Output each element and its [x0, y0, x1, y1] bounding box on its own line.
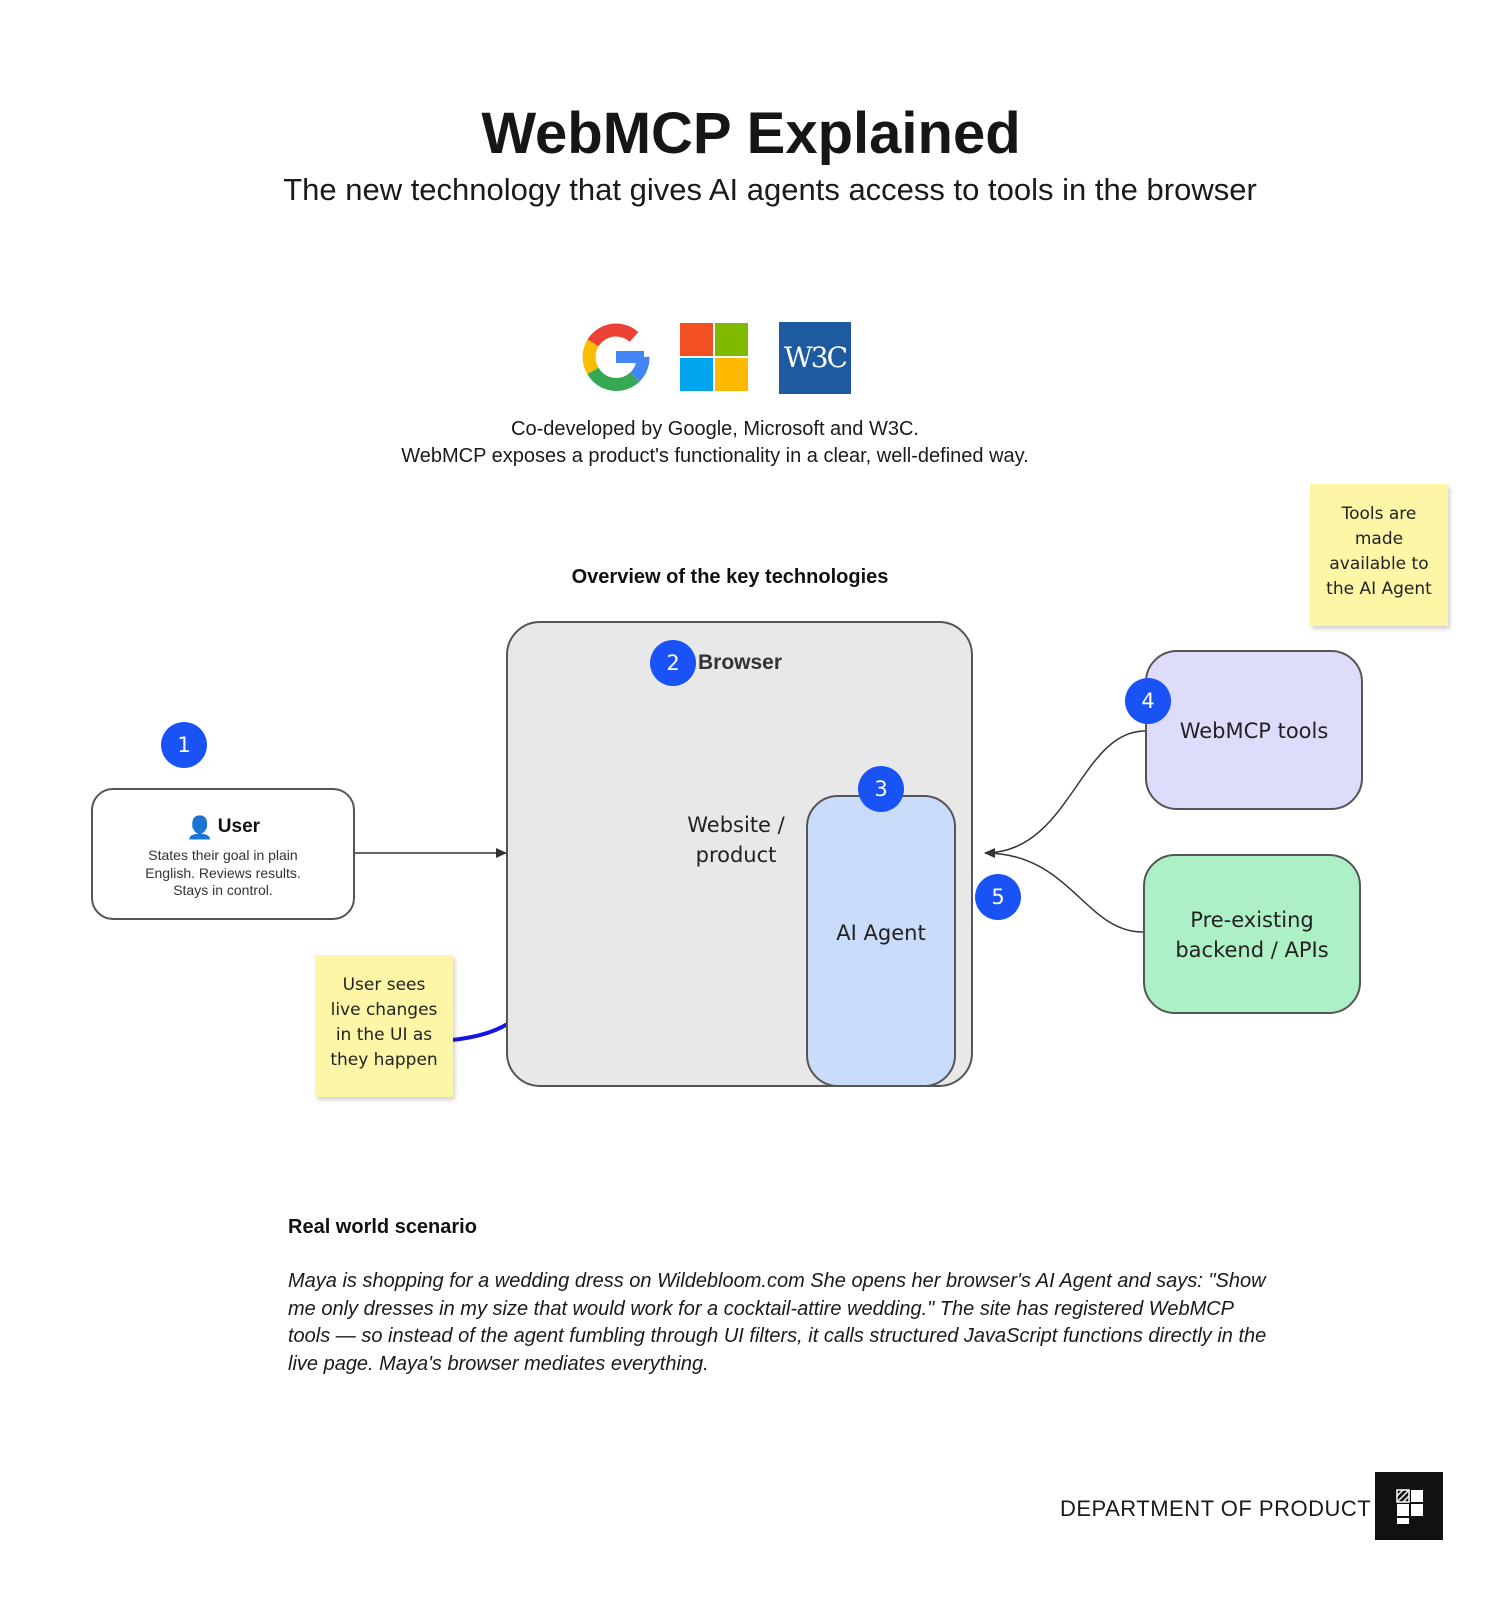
microsoft-logo-icon — [680, 323, 748, 391]
backend-apis-node: Pre-existing backend / APIs — [1143, 854, 1361, 1014]
codev-line-1: Co-developed by Google, Microsoft and W3… — [511, 418, 919, 440]
user-description: States their goal in plain English. Revi… — [145, 847, 301, 898]
department-of-product-logo-icon — [1375, 1472, 1443, 1540]
tools-to-browser-arrow — [984, 730, 1146, 858]
footer-label: DEPARTMENT OF PRODUCT — [1060, 1496, 1372, 1521]
page-subtitle: The new technology that gives AI agents … — [283, 172, 1257, 207]
website-product-label: Website / product — [687, 813, 785, 867]
user-node: 👤 User States their goal in plain Englis… — [91, 788, 355, 920]
step-5-badge: 5 — [975, 874, 1021, 920]
scenario-body: Maya is shopping for a wedding dress on … — [288, 1270, 1267, 1375]
w3c-logo-icon: W3C — [779, 322, 851, 394]
diagram-heading: Overview of the key technologies — [571, 566, 889, 588]
step-4-badge: 4 — [1125, 678, 1171, 724]
ui-note-text: User sees live changes in the UI as they… — [330, 975, 438, 1070]
step-1-badge: 1 — [161, 722, 207, 768]
codevelopment-note: Co-developed by Google, Microsoft and W3… — [0, 416, 1430, 470]
step-2-badge: 2 — [650, 640, 696, 686]
user-icon: 👤 — [185, 815, 214, 840]
ai-agent-label: AI Agent — [836, 921, 926, 945]
backend-apis-label: Pre-existing backend / APIs — [1175, 908, 1329, 962]
tools-sticky-note: Tools are made available to the AI Agent — [1310, 484, 1448, 626]
codev-line-2: WebMCP exposes a product's functionality… — [401, 445, 1029, 467]
scenario-title: Real world scenario — [288, 1216, 477, 1238]
ui-sticky-note: User sees live changes in the UI as they… — [315, 955, 453, 1097]
backend-to-browser-line — [984, 852, 1144, 933]
step-3-badge: 3 — [858, 766, 904, 812]
google-logo-icon — [582, 323, 650, 391]
webmcp-tools-node: WebMCP tools — [1145, 650, 1363, 810]
ai-agent-node — [806, 795, 956, 1087]
webmcp-tools-label: WebMCP tools — [1179, 719, 1329, 743]
user-title: User — [217, 816, 261, 837]
browser-title: Browser — [698, 651, 783, 674]
tools-note-text: Tools are made available to the AI Agent — [1326, 504, 1432, 599]
page-title: WebMCP Explained — [481, 101, 1021, 166]
